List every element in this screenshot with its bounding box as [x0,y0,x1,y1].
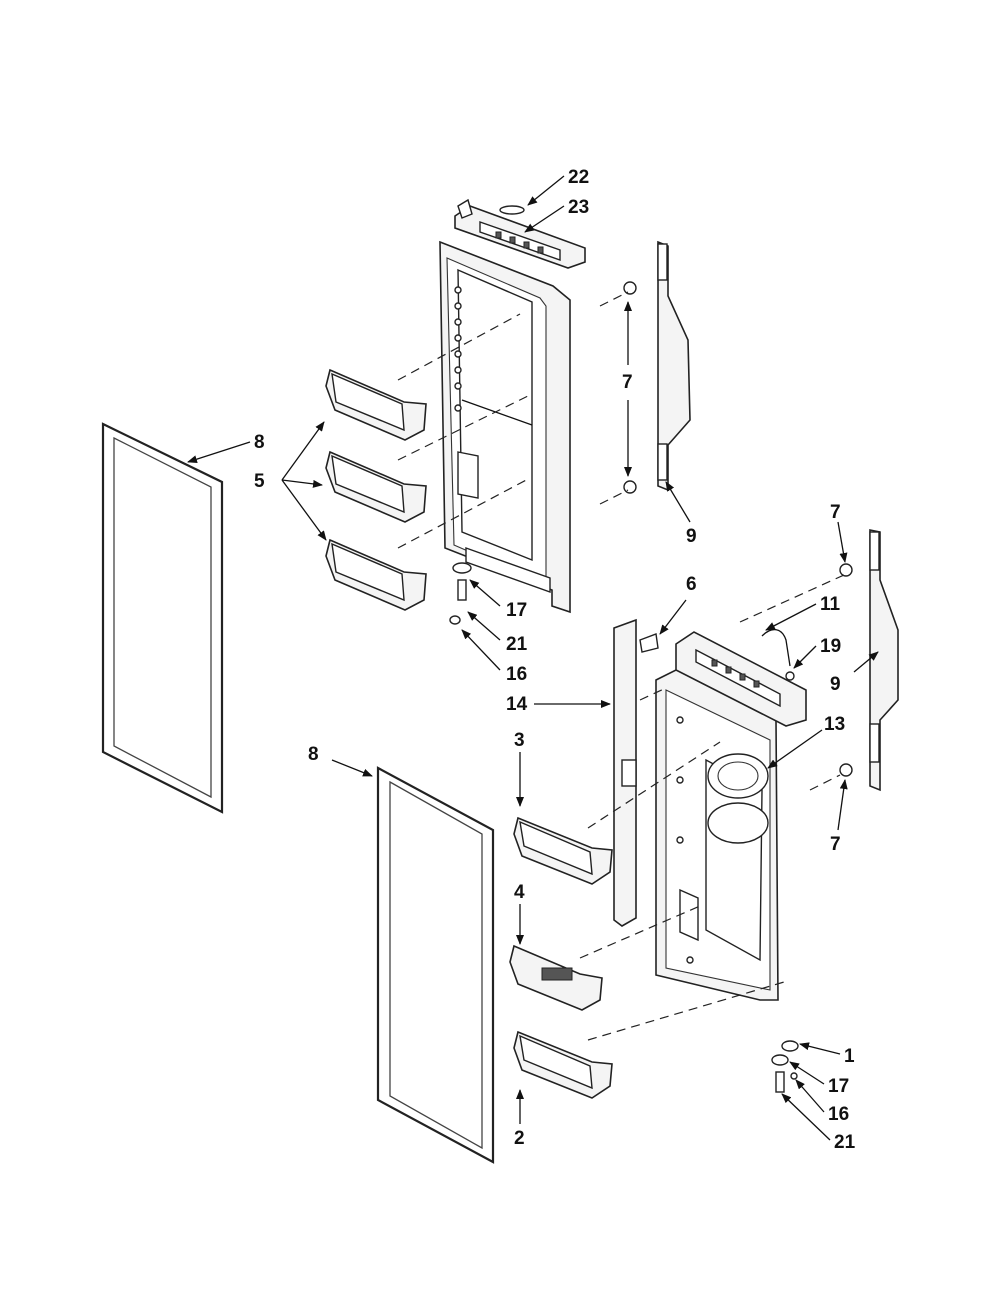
callout-6: 6 [686,574,697,595]
callout-21-lower: 21 [834,1132,856,1153]
callout-17-upper: 17 [506,600,527,621]
door-bin-3 [513,816,613,885]
door-bin-2 [513,1030,613,1099]
callout-9-right-handle: 9 [830,674,841,695]
callout-8-upper: 8 [254,432,265,453]
callout-7-right-bottom: 7 [830,834,841,855]
callout-23: 23 [568,197,589,218]
callout-13: 13 [824,714,845,735]
right-handle-screw-lower [839,763,853,777]
callout-9-left-handle: 9 [686,526,697,547]
door-strip [613,618,637,927]
callout-7-left-handle: 7 [622,372,633,393]
callout-16-lower: 16 [828,1104,849,1125]
callout-16-upper: 16 [506,664,527,685]
callout-14: 14 [506,694,528,715]
callout-3: 3 [514,730,525,751]
callout-17-lower: 17 [828,1076,849,1097]
left-door-gasket [101,422,224,814]
callout-11: 11 [820,594,841,615]
right-door-hinge-parts [771,1040,799,1093]
right-door-top-cap [675,631,807,727]
callout-4: 4 [514,882,525,903]
right-handle-screw-upper [839,563,853,577]
right-door-liner [655,667,779,1001]
callout-7-right-top: 7 [830,502,841,523]
alignment-lines [397,291,845,1041]
wire-harness [761,629,791,667]
harness-screw [785,671,795,681]
callout-labels: 22 23 8 5 7 9 17 21 16 7 11 6 19 9 14 13… [254,167,856,1153]
callout-2: 2 [514,1128,525,1149]
left-door-hinge-parts [449,562,472,625]
door-bin-5-top [325,368,427,441]
leader-arrows [187,175,879,1141]
handle-screw-upper [623,281,637,295]
callout-22: 22 [568,167,589,188]
handle-screw-lower [623,480,637,494]
door-bin-5-mid [325,450,427,523]
callout-1: 1 [844,1046,855,1067]
left-door-liner [439,240,571,614]
left-door-top-cap [454,198,586,269]
door-bin-5-bottom [325,538,427,611]
left-door-handle [657,240,691,492]
callout-5: 5 [254,471,265,492]
cap-plug [499,205,525,215]
callout-21-upper: 21 [506,634,528,655]
right-door-gasket [376,766,495,1164]
right-door-handle [869,529,899,792]
callout-19: 19 [820,636,841,657]
door-bin-4 [509,944,603,1011]
hinge-clip [639,633,659,653]
callout-8-lower: 8 [308,744,319,765]
